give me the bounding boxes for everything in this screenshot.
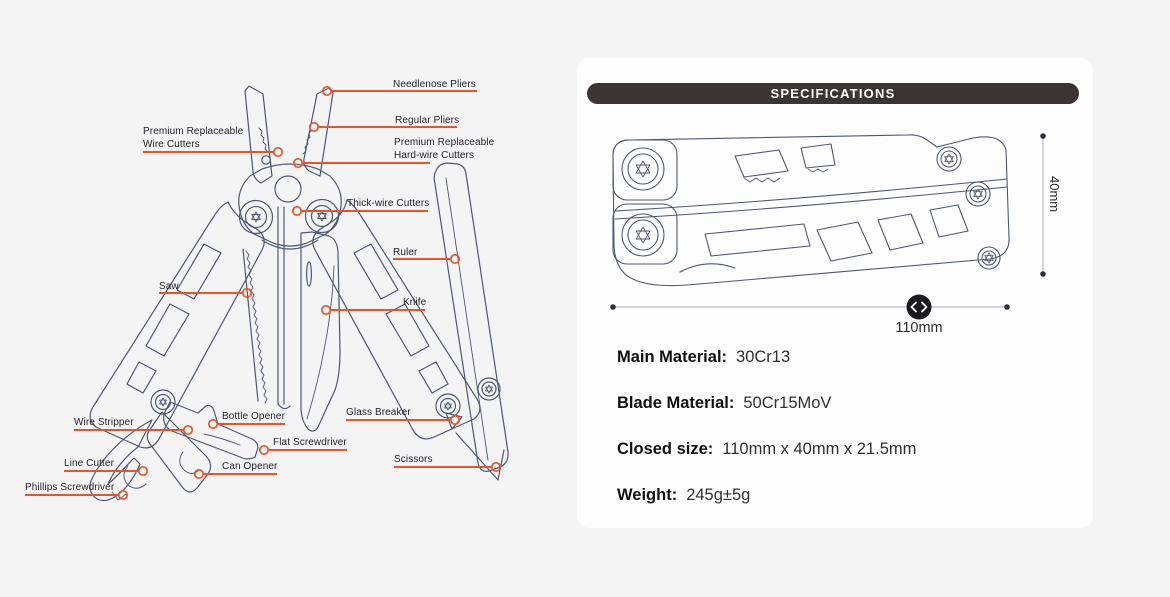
pliers-head <box>238 85 342 250</box>
spec-row-blade-material: Blade Material: 50Cr15MoV <box>617 393 916 414</box>
closed-tool-screw-bottom-left <box>621 213 665 257</box>
specifications-header: SPECIFICATIONS <box>587 83 1079 104</box>
spec-label: Weight: <box>617 486 678 504</box>
spec-label: Main Material: <box>617 348 728 366</box>
right-handle <box>312 199 481 440</box>
spec-label: Blade Material: <box>617 394 735 412</box>
closed-tool-line-art <box>610 133 1046 320</box>
label-thick-wire-cutters: Thick-wire Cutters <box>347 198 430 209</box>
specifications-panel: SPECIFICATIONS <box>577 58 1093 528</box>
label-flat-screwdriver: Flat Screwdriver <box>273 437 347 448</box>
flat-screwdriver-arm <box>163 401 259 460</box>
left-handle-screw <box>150 389 176 415</box>
spec-row-weight: Weight: 245g±5g <box>617 485 916 506</box>
closed-tool-body <box>612 134 1010 287</box>
saw-spine <box>242 248 259 402</box>
label-wire-stripper: Wire Stripper <box>74 417 134 428</box>
spec-value: 110mm x 40mm x 21.5mm <box>722 440 917 458</box>
closed-tool-screw-bottom-right <box>977 246 1001 270</box>
closed-tool-screw-top-left <box>621 147 665 191</box>
dimension-dots <box>610 133 1046 310</box>
closed-tool-screw-top-right <box>936 146 962 172</box>
spec-row-main-material: Main Material: 30Cr13 <box>617 347 916 368</box>
spec-value: 245g±5g <box>686 486 751 504</box>
label-glass-breaker: Glass Breaker <box>346 407 411 418</box>
saw-teeth <box>245 250 268 404</box>
label-line-cutter: Line Cutter <box>64 458 115 469</box>
spec-rows: Main Material: 30Cr13 Blade Material: 50Cr… <box>617 347 916 531</box>
label-needlenose-pliers: Needlenose Pliers <box>393 79 476 90</box>
closed-tool-screw-mid-right <box>965 181 991 207</box>
anchor-rings <box>117 85 502 501</box>
spec-value: 50Cr15MoV <box>743 394 832 412</box>
spec-row-closed-size: Closed size: 110mm x 40mm x 21.5mm <box>617 439 916 460</box>
right-handle-screw <box>435 393 461 419</box>
height-dimension-label: 40mm <box>1047 176 1062 213</box>
left-handle <box>89 201 265 449</box>
label-knife: Knife <box>403 297 427 308</box>
label-ruler: Ruler <box>393 247 418 258</box>
label-scissors: Scissors <box>394 454 433 465</box>
label-can-opener: Can Opener <box>222 461 278 472</box>
label-regular-pliers: Regular Pliers <box>395 115 460 126</box>
line-cutter-hook <box>89 419 153 502</box>
bottom-tools <box>89 401 259 502</box>
scissors-arm <box>433 162 509 481</box>
specifications-title: SPECIFICATIONS <box>770 86 896 101</box>
center-tools <box>242 206 341 432</box>
spec-label: Closed size: <box>617 440 714 458</box>
open-tool-diagram: Needlenose Pliers Regular Pliers Premium… <box>0 0 577 597</box>
knife-blade <box>300 231 341 432</box>
width-dimension-label: 110mm <box>895 320 943 336</box>
width-arrows-icon <box>906 294 932 320</box>
label-saw: Saw <box>159 281 179 292</box>
can-opener-arm <box>146 411 212 493</box>
label-phillips-screwdriver: Phillips Screwdriver <box>25 482 115 493</box>
spec-value: 30Cr13 <box>736 348 791 366</box>
label-bottle-opener: Bottle Opener <box>222 411 286 422</box>
multitool-line-art <box>25 85 509 502</box>
scissors-pivot-screw <box>477 377 501 401</box>
leader-lines <box>25 85 502 501</box>
